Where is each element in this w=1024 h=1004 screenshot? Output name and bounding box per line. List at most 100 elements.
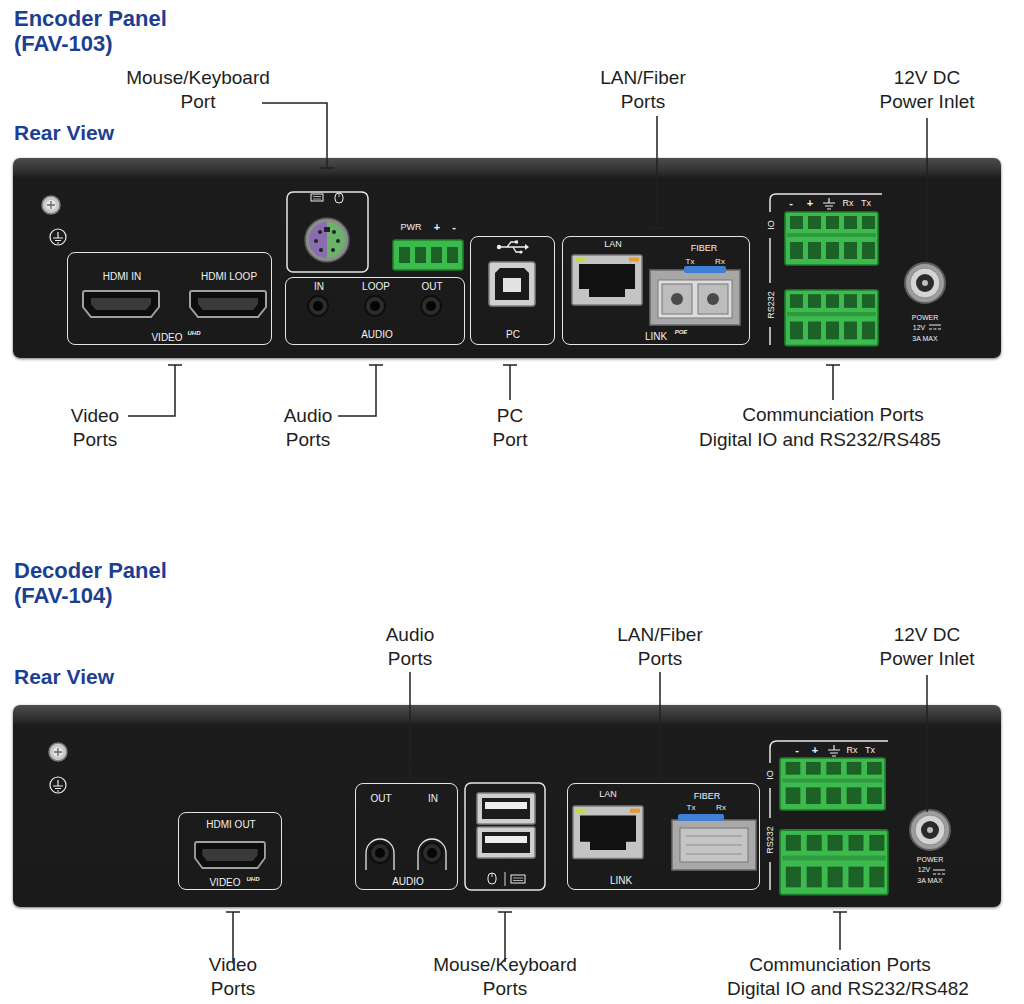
leader-lines — [226, 912, 240, 962]
leader-lines — [128, 365, 182, 416]
panel-label: + — [434, 222, 440, 233]
usb-b-port — [500, 242, 525, 252]
panel-label: LINK — [645, 332, 667, 342]
ground-symbol — [50, 229, 66, 245]
ps2-port — [331, 248, 335, 252]
panel-label: Tx — [865, 746, 875, 755]
panel-label: 3A MAX — [912, 335, 937, 342]
network-ports — [672, 820, 756, 870]
power-terminal — [399, 247, 410, 263]
leader-lines — [826, 365, 840, 400]
callout-label: Mouse/Keyboard Ports — [423, 953, 588, 1001]
usb-port-group — [465, 783, 545, 890]
leader-lines — [498, 912, 512, 962]
panel-label: LAN — [599, 790, 617, 799]
panel-label: Rx — [843, 199, 854, 208]
callout-label: Digital IO and RS232/RS482 — [727, 977, 969, 1001]
ground-symbol — [50, 777, 66, 793]
power-inlet — [910, 810, 950, 874]
ground-screw — [42, 196, 60, 214]
panel-label: POWER — [917, 856, 943, 863]
ground-mark — [823, 198, 835, 209]
audio-jack — [365, 296, 385, 316]
audio-port-group: OUTINAUDIO — [355, 783, 458, 890]
usb-b-port — [515, 241, 518, 244]
panel-label: HDMI LOOP — [201, 272, 257, 282]
callout-label: Audio Ports — [271, 404, 346, 452]
panel-label: OUT — [370, 794, 391, 804]
usb-port-group — [488, 873, 496, 884]
panel-label: IN — [428, 794, 438, 804]
dc-symbol — [929, 325, 941, 329]
panel-label: 12V — [918, 866, 930, 873]
ground-mark — [828, 745, 840, 756]
panel-label: POWER — [912, 314, 938, 321]
video-port-group: HDMI INHDMI LOOPVIDEOUHD — [67, 252, 272, 345]
terminal-block — [785, 290, 878, 346]
callout-label: Video Ports — [58, 404, 133, 452]
ps2-port — [324, 227, 330, 232]
callout-label: LAN/Fiber Ports — [605, 623, 715, 671]
power-terminal — [415, 247, 426, 263]
network-ports — [662, 284, 692, 314]
panel-label: HDMI OUT — [206, 820, 255, 830]
callout-label: Communciation Ports — [742, 403, 924, 427]
panel-label: - — [789, 198, 793, 209]
usb-port-group — [511, 875, 525, 883]
panel-label: FIBER — [691, 244, 718, 253]
network-ports — [650, 270, 740, 325]
network-ports — [686, 836, 742, 854]
callout-label: Communciation Ports — [749, 953, 931, 977]
usb-b-port — [525, 244, 529, 250]
panel-label: LINK — [610, 876, 632, 886]
panel-heading: Decoder Panel (FAV-104) — [14, 558, 214, 608]
panel-label: VIDEO — [151, 333, 182, 343]
power-jack — [910, 810, 950, 850]
panel-label: IO — [767, 220, 776, 230]
usb-a-port — [477, 793, 535, 824]
audio-jack — [421, 296, 441, 316]
callout-label: PC Port — [488, 404, 533, 452]
callout-label: Digital IO and RS232/RS485 — [699, 428, 941, 452]
panel-label: VIDEO — [209, 878, 240, 888]
power-terminal — [431, 247, 442, 263]
panel-label: Rx — [716, 804, 726, 812]
rj45-port — [573, 806, 643, 859]
power-jack — [905, 263, 945, 303]
panel-label: POE — [675, 329, 688, 335]
power-terminal — [393, 240, 463, 270]
panel-label: Tx — [687, 804, 696, 812]
audio-jacks — [308, 296, 441, 316]
ps2-port — [305, 218, 349, 262]
decoder-details — [366, 839, 446, 870]
panel-label: UHD — [188, 330, 201, 336]
callout-label: LAN/Fiber Ports — [588, 66, 698, 114]
usb-port-group — [513, 878, 523, 881]
usb-b-port — [489, 241, 535, 307]
leader-lines — [833, 912, 847, 950]
dc-symbol — [933, 870, 945, 874]
panel-label: PC — [506, 330, 520, 340]
encoder-details — [42, 196, 266, 317]
hdmi-connector — [190, 291, 266, 317]
panel-label: LOOP — [362, 282, 390, 292]
leader-lines — [503, 365, 517, 400]
panel-label: LAN — [604, 240, 622, 249]
panel-label: - — [452, 222, 456, 233]
network-ports — [698, 284, 728, 314]
video-port-group: HDMI OUTVIDEOUHD — [178, 812, 282, 890]
comm-terminals — [770, 194, 882, 345]
power-terminal — [447, 247, 458, 263]
ps2-port — [332, 230, 336, 234]
panel-label: 3A MAX — [917, 877, 942, 884]
ps2-port — [314, 239, 318, 243]
ps2-port — [319, 248, 323, 252]
usb-b-port — [489, 262, 535, 306]
terminal-block — [780, 758, 885, 810]
ps2-port — [327, 222, 345, 258]
panel-label: + — [807, 198, 813, 209]
decoder-details — [49, 743, 446, 870]
callout-label: 12V DC Power Inlet — [871, 66, 983, 114]
usb-b-port — [497, 245, 501, 249]
